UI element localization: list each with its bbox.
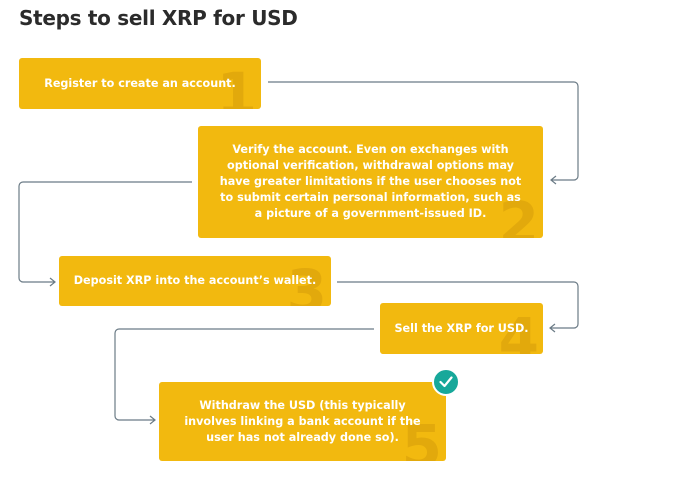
connector-4-5 [114, 328, 374, 425]
step-text: Sell the XRP for USD. [394, 321, 529, 335]
step-3: 3 Deposit XRP into the account’s wallet. [59, 256, 331, 306]
connector-2-3 [18, 181, 192, 287]
connector-3-4 [337, 281, 579, 333]
step-number: 4 [498, 305, 539, 354]
checkmark-icon [432, 368, 460, 396]
step-number: 2 [498, 189, 539, 238]
step-2: 2 Verify the account. Even on exchanges … [198, 126, 543, 238]
step-number: 1 [216, 60, 257, 109]
connector-1-2 [268, 81, 579, 185]
step-number: 5 [401, 412, 442, 461]
step-5: 5 Withdraw the USD (this typically invol… [159, 382, 446, 461]
step-4: 4 Sell the XRP for USD. [380, 303, 543, 354]
step-text: Withdraw the USD (this typically involve… [184, 398, 421, 444]
step-text: Deposit XRP into the account’s wallet. [73, 274, 317, 287]
step-text: Verify the account. Even on exchanges wi… [219, 143, 522, 220]
step-text: Register to create an account. [44, 76, 236, 90]
step-number: 3 [286, 257, 327, 306]
step-1: 1 Register to create an account. [19, 58, 261, 109]
page-title: Steps to sell XRP for USD [19, 6, 298, 30]
